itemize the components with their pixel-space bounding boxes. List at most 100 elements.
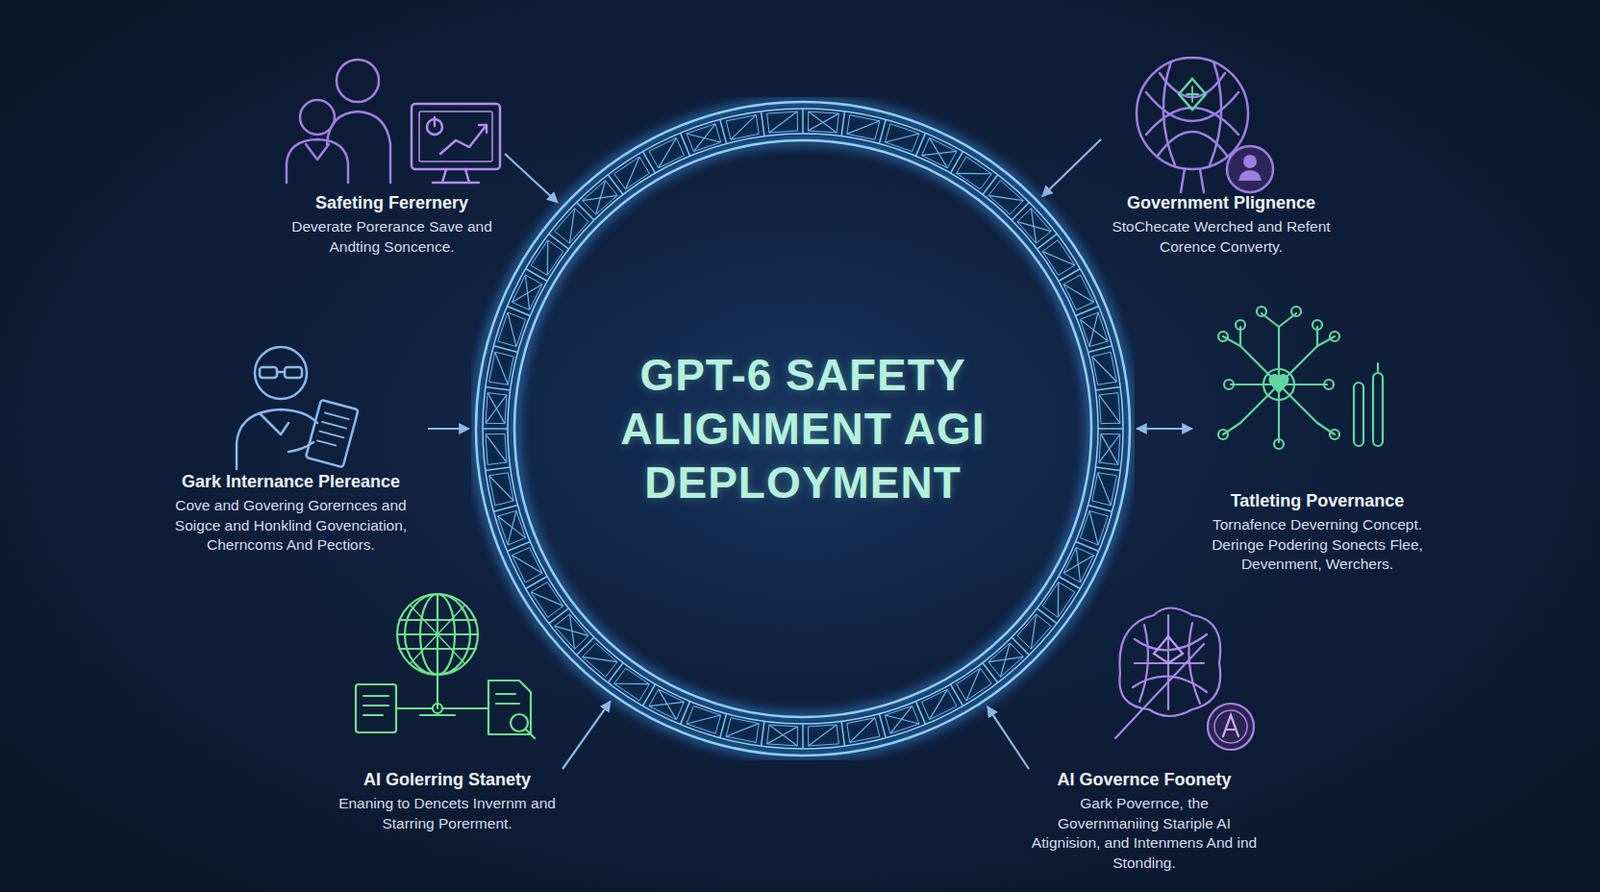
ring-cell-mark	[658, 137, 677, 168]
node-description: StoChecate Werched and Refent Corence Co…	[1100, 217, 1342, 257]
ring-spoke	[576, 202, 595, 221]
brain-compass-icon-part	[1153, 636, 1183, 664]
ring-spoke	[720, 714, 727, 739]
ring-cell	[884, 705, 919, 734]
knot-tree-icon-part	[1136, 57, 1249, 170]
ring-spoke	[1037, 608, 1058, 625]
circuit-brain-icon-part	[1230, 326, 1327, 443]
ring-spoke	[506, 541, 530, 551]
ring-spoke	[950, 151, 964, 175]
circuit-brain-icon-part	[1329, 331, 1340, 342]
reader-icon-part	[284, 367, 302, 378]
ring-cell-mark	[1057, 582, 1060, 619]
circuit-brain-icon-part	[1274, 439, 1284, 450]
people-monitor-icon-part	[305, 144, 329, 160]
people-monitor-icon-part	[300, 100, 335, 135]
ring-art	[475, 101, 1130, 756]
knot-tree-icon-part	[1163, 61, 1175, 166]
ring-cell	[807, 725, 839, 747]
ring-cell-mark	[530, 592, 564, 606]
node-description: Enaning to Dencets Invernm and Starring …	[331, 794, 563, 834]
center-ring: GPT-6 SAFETY ALIGNMENT AGI DEPLOYMENT	[471, 97, 1135, 761]
reader-icon	[236, 347, 359, 470]
reader-icon-part	[305, 400, 359, 468]
ring-spoke	[549, 233, 570, 250]
ring-spoke	[1095, 387, 1121, 391]
node-description: Gark Povernce, the Governmaniing Staripl…	[1028, 794, 1260, 874]
node-description: Cove and Govering Gorernces and Soigce a…	[153, 496, 428, 555]
ring-cell-mark	[495, 351, 509, 385]
ring-cell	[1079, 312, 1108, 347]
ring-cell-mark	[1099, 395, 1121, 424]
globe-documents-icon-part	[397, 594, 478, 675]
circuit-brain-icon-part	[1218, 331, 1228, 342]
ring-cell-mark	[988, 656, 1024, 662]
node-heading: Safeting Ferernery	[278, 192, 505, 215]
ring-spoke	[1075, 306, 1100, 317]
ring-cell-mark	[1092, 356, 1118, 382]
ring-cell	[485, 393, 507, 425]
circuit-brain-icon-part	[1263, 369, 1295, 400]
ring-center: GPT-6 SAFETY ALIGNMENT AGI DEPLOYMENT	[471, 97, 1135, 761]
connector-arrow	[1042, 139, 1101, 197]
ring-cell	[582, 643, 618, 677]
node-heading: Government Plignence	[1100, 192, 1342, 215]
ring-spoke	[680, 701, 691, 725]
ring-spoke	[607, 663, 624, 684]
brain-compass-icon-part	[1119, 608, 1221, 718]
ring-cell	[530, 582, 564, 619]
ring-cell-mark	[725, 724, 759, 738]
ring-cell	[554, 614, 589, 650]
circuit-brain-icon-part	[1235, 320, 1246, 330]
circuit-brain-icon-part	[1223, 313, 1335, 435]
ring-cell-mark	[956, 173, 993, 175]
ring-cell	[649, 689, 684, 720]
circuit-brain-icon-part	[1218, 429, 1228, 440]
ring-cell-mark	[988, 195, 1024, 200]
ring-cell	[1063, 275, 1094, 310]
ring-cell	[847, 115, 880, 141]
ring-cell	[725, 115, 759, 141]
topic-node: AI Governce FoonetyGark Povernce, the Go…	[1028, 769, 1260, 874]
knot-tree-icon	[1136, 57, 1274, 193]
ring-cell-mark	[485, 434, 507, 463]
ring-cell-mark	[1099, 434, 1121, 463]
ring-cell-mark	[625, 156, 640, 190]
ring-spoke	[720, 119, 727, 144]
ring-cell-mark	[966, 668, 980, 701]
ring-cell-mark	[1098, 473, 1112, 506]
ring-spoke	[801, 108, 804, 134]
ring-cell	[807, 111, 839, 133]
ring-cell-mark	[769, 111, 798, 133]
ring-cell-mark	[1030, 208, 1036, 244]
brain-compass-icon	[1115, 608, 1254, 751]
knot-tree-icon-part	[1238, 170, 1262, 181]
brain-compass-icon-part	[1115, 644, 1204, 739]
ring-cell	[686, 705, 721, 734]
ring-cell	[498, 510, 526, 545]
ring-cell-mark	[547, 240, 550, 276]
people-monitor-icon-part	[419, 111, 493, 162]
ring-cell	[1063, 548, 1094, 583]
people-monitor-icon-part	[440, 125, 487, 154]
ring-cell	[530, 240, 564, 276]
ring-cell	[511, 275, 542, 310]
ring-spoke	[915, 132, 925, 156]
ring-glow	[475, 101, 1130, 756]
ring-spoke	[485, 467, 511, 471]
ring-cell-mark	[489, 475, 515, 501]
ring-spoke	[607, 175, 624, 196]
ring-spoke	[506, 306, 530, 317]
ring-spoke	[549, 608, 570, 625]
ring-spoke	[1058, 576, 1081, 590]
knot-tree-icon-part	[1178, 78, 1206, 110]
knot-tree-icon-part	[1209, 61, 1222, 166]
topic-node: AI Golerring StanetyEnaning to Dencets I…	[331, 769, 563, 834]
connector-arrow	[427, 427, 470, 430]
ring-cell	[1017, 614, 1051, 650]
knot-tree-icon-part	[1180, 169, 1204, 193]
globe-documents-icon	[355, 594, 535, 739]
people-monitor-icon-part	[336, 59, 379, 102]
ring-cell-mark	[658, 689, 677, 720]
ring-spoke	[915, 701, 925, 725]
